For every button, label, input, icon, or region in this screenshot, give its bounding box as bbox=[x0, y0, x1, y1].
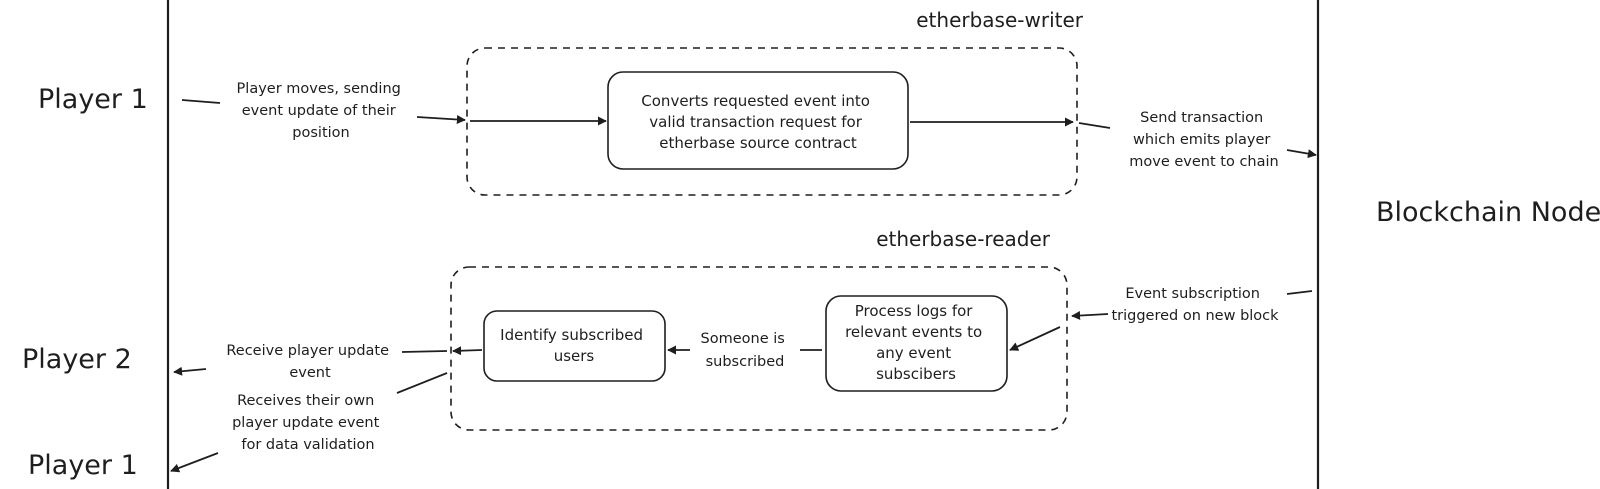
actor-blockchain-node: Blockchain Node bbox=[1376, 197, 1600, 228]
label-receive-own: Receives their own player update event f… bbox=[232, 393, 384, 453]
arrow-reader-to-player-2 bbox=[174, 350, 448, 372]
arrow-reader-to-player-1 bbox=[171, 372, 448, 471]
actor-player-1-top: Player 1 bbox=[38, 84, 148, 115]
arrow-writer-to-chain bbox=[1078, 122, 1316, 155]
convert-event-text: Converts requested event into valid tran… bbox=[641, 92, 874, 152]
label-send-transaction: Send transaction which emits player move… bbox=[1129, 110, 1278, 170]
arrow-identify-to-edge bbox=[452, 346, 483, 356]
process-logs-text: Process logs for relevant events to any … bbox=[845, 302, 987, 383]
identify-users-text: Identify subscribed users bbox=[500, 326, 648, 365]
group-title-reader: etherbase-reader bbox=[876, 227, 1051, 251]
identify-users-box bbox=[483, 310, 666, 382]
actor-player-2: Player 2 bbox=[22, 344, 132, 375]
arrow-reader-to-process bbox=[1009, 326, 1061, 351]
etherbase-writer-group bbox=[466, 47, 1078, 196]
arrow-chain-to-reader bbox=[1072, 290, 1313, 316]
actor-player-1-bottom: Player 1 bbox=[28, 450, 138, 481]
group-title-writer: etherbase-writer bbox=[916, 8, 1084, 32]
label-receive-update: Receive player update event bbox=[226, 343, 393, 381]
label-event-subscription: Event subscription triggered on new bloc… bbox=[1111, 286, 1279, 324]
etherbase-reader-group bbox=[450, 266, 1068, 431]
process-logs-box bbox=[825, 295, 1008, 392]
label-player-moves: Player moves, sending event update of th… bbox=[237, 81, 406, 141]
convert-event-box bbox=[607, 71, 909, 170]
arrow-player-to-writer bbox=[181, 99, 465, 120]
label-someone-subscribed: Someone is subscribed bbox=[701, 331, 790, 370]
